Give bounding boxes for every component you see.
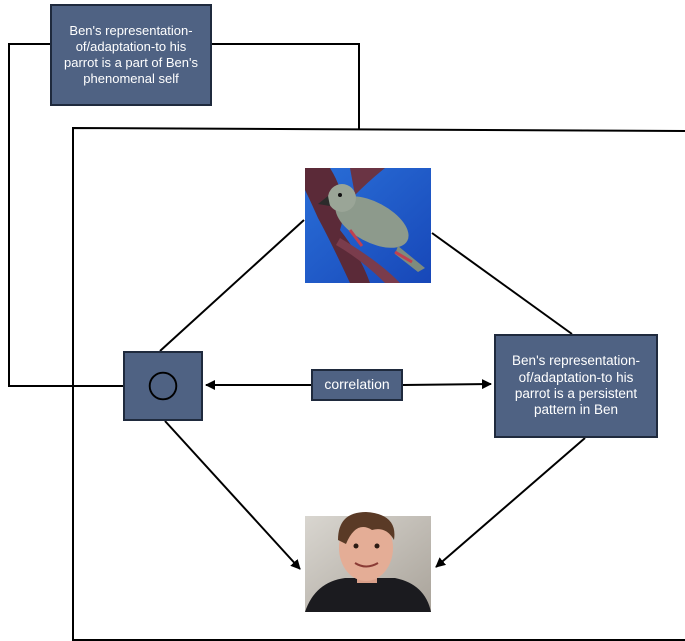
persistent-pattern-box: Ben's representation-of/adaptation-to hi… [494, 334, 658, 438]
circle-target-icon [148, 371, 178, 401]
correlation-label: correlation [324, 376, 390, 393]
persistent-pattern-text: Ben's representation-of/adaptation-to hi… [512, 353, 640, 418]
person-photo-image [305, 512, 431, 612]
phenomenal-self-box: Ben's representation-of/adaptation-to hi… [50, 4, 212, 106]
arrow-pattern-to-person [435, 437, 586, 568]
arrow-self-to-person [164, 420, 301, 570]
connector-self-to-parrot [159, 219, 305, 352]
parrot-painting-image [305, 168, 431, 283]
phenomenal-self-loop-line [8, 43, 160, 391]
outer-frame-line [72, 126, 685, 641]
connector-parrot-to-pattern [431, 232, 573, 335]
correlation-box: correlation [311, 369, 403, 401]
phenomenal-self-text: Ben's representation-of/adaptation-to hi… [64, 23, 198, 86]
self-node-box [123, 351, 203, 421]
phenomenal-self-right-connector [212, 43, 360, 129]
correlation-arrow-right [402, 379, 492, 390]
